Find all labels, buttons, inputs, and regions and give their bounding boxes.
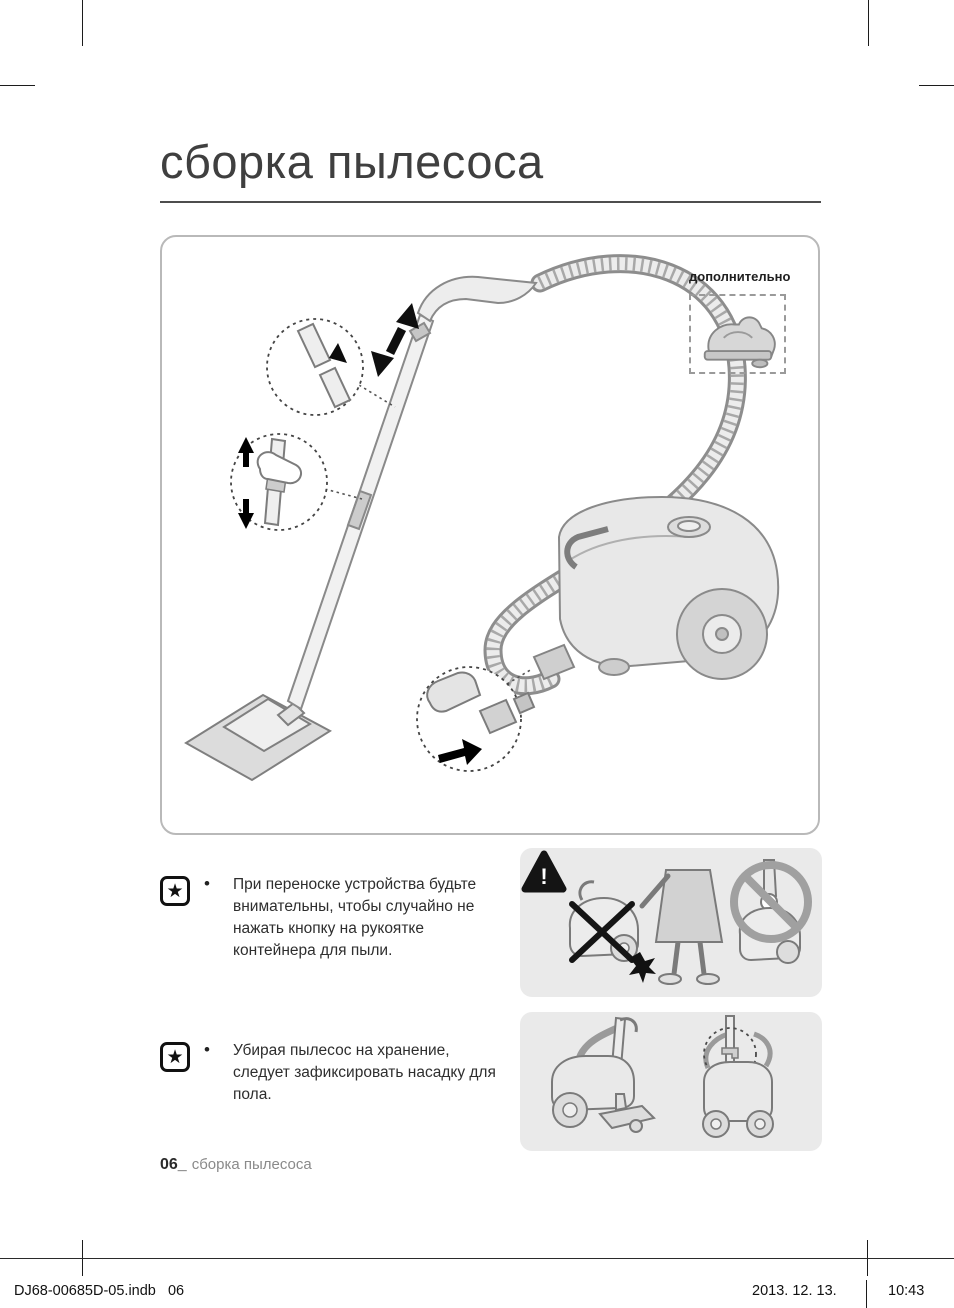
print-date: 2013. 12. 13.	[752, 1283, 837, 1299]
note-storage: Убирая пылесос на хранение, следует зафи…	[233, 1042, 496, 1103]
title-rule	[160, 201, 821, 203]
storage-graphic	[551, 1015, 774, 1138]
footer-section-title: сборка пылесоса	[191, 1156, 312, 1173]
crop-mark-top-right-v	[868, 0, 869, 46]
star-glyph: ★	[166, 1046, 184, 1068]
callout-leaders	[324, 384, 533, 688]
prohibition-icon	[730, 861, 812, 943]
optional-label: дополнительно	[689, 269, 791, 284]
storage-illustration	[520, 1012, 822, 1151]
bottom-rule	[0, 1258, 954, 1259]
optional-accessory-box	[689, 294, 786, 374]
canister-body-illustration	[557, 495, 780, 680]
bullet-icon: •	[204, 1040, 210, 1059]
footer-page-number: 06_	[160, 1156, 187, 1173]
assembly-illustration-frame: дополнительно	[160, 235, 820, 835]
print-file-name: DJ68-00685D-05.indb 06	[14, 1283, 185, 1299]
warning-triangle-icon	[521, 850, 567, 893]
callout-hose-attach	[416, 666, 536, 772]
callout-telescope-adjust	[230, 433, 328, 531]
hose-connector	[532, 643, 576, 681]
floor-brush-illustration	[184, 693, 332, 782]
vacuum-assembly-illustration	[184, 254, 780, 782]
crop-mark-bottom-time-v	[866, 1280, 867, 1308]
telescopic-wand-illustration	[286, 313, 435, 711]
callout-tube-joint	[266, 318, 364, 416]
note-carrying: При переноске устройства будьте внимател…	[233, 876, 477, 959]
crop-mark-right-h	[919, 85, 954, 86]
print-time: 10:43	[888, 1283, 925, 1299]
carrying-warning-graphic: !	[521, 850, 812, 985]
turbo-brush-icon	[703, 316, 776, 369]
bullet-icon: •	[204, 874, 210, 893]
page-title: сборка пылесоса	[160, 135, 544, 188]
insert-arrow	[371, 303, 419, 377]
star-glyph: ★	[166, 880, 184, 902]
crop-mark-top-left-v	[82, 0, 83, 46]
impact-burst-icon	[629, 952, 656, 983]
warning-exclamation: !	[540, 864, 547, 889]
handle-illustration	[408, 275, 538, 343]
warning-illustration-carrying: !	[520, 848, 822, 997]
crop-mark-left-h	[0, 85, 35, 86]
star-icon: ★	[160, 1042, 190, 1072]
star-icon: ★	[160, 876, 190, 906]
page-footer: 06_сборка пылесоса	[160, 1156, 312, 1174]
